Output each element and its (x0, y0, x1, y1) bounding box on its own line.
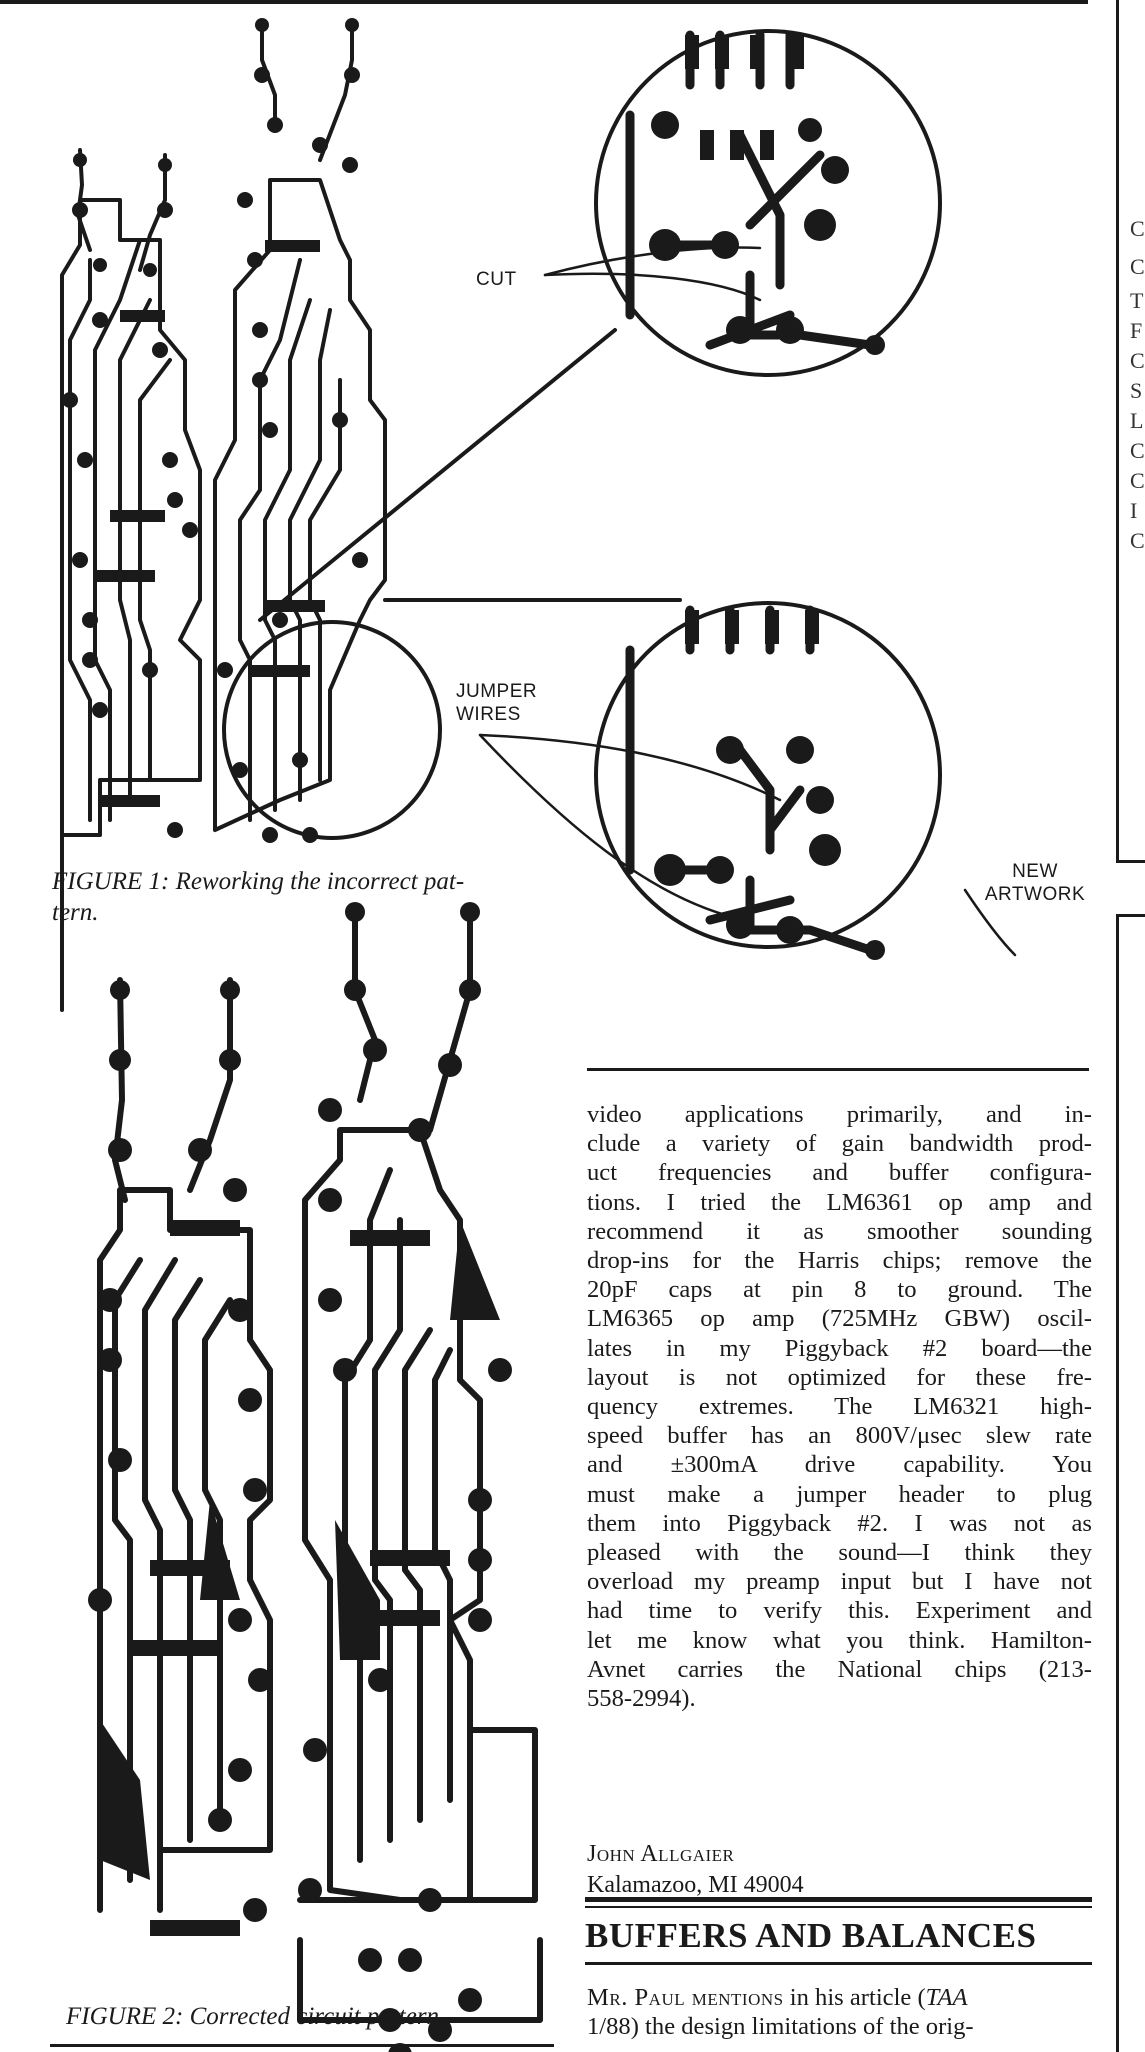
margin-fragment-letter: C (1130, 468, 1145, 493)
letter-line: uct frequencies and buffer configura- (587, 1159, 1092, 1187)
letter-line: pleased with the sound—I think they (587, 1539, 1092, 1567)
next-article-lead-in: Mr. Paul mentions (587, 1984, 784, 2011)
letter-line: LM6365 op amp (725MHz GBW) oscil- (587, 1305, 1092, 1333)
callout-cut-label: CUT (476, 269, 517, 290)
letter-line: and ±300mA drive capability. You (587, 1451, 1092, 1479)
figure1-caption-line1: FIGURE 1: Reworking the incorrect pat- (52, 868, 465, 895)
signature-name: John Allgaier (587, 1841, 735, 1867)
letter-line: clude a variety of gain bandwidth prod- (587, 1130, 1092, 1158)
figure1-caption-line2: tern. (52, 899, 99, 926)
letter-line: let me know what you think. Hamilton- (587, 1626, 1092, 1654)
letter-line: Avnet carries the National chips (213- (587, 1655, 1092, 1683)
right-column-border-h (1116, 860, 1145, 863)
figure1-magnified-new-artwork (594, 601, 942, 960)
figure2-caption-rule (50, 2044, 554, 2047)
letter-signature: John Allgaier Kalamazoo, MI 49004 (587, 1839, 804, 1901)
figure1-magnified-cut (594, 29, 942, 377)
margin-fragment-letter: C (1130, 438, 1145, 463)
callout-new-line1: NEW (1012, 861, 1058, 882)
letter-line: must make a jumper header to plug (587, 1480, 1092, 1508)
right-column-border-h2 (1116, 914, 1145, 917)
letter-line: speed buffer has an 800V/μsec slew rate (587, 1422, 1092, 1450)
margin-fragment-letter: C (1130, 216, 1145, 241)
letter-line: quency extremes. The LM6321 high- (587, 1393, 1092, 1421)
figure2-pcb-artwork (88, 902, 543, 2052)
next-article-journal: TAA (925, 1984, 968, 2011)
letter-line: video applications primarily, and in- (587, 1101, 1092, 1128)
figure1-callout-arrows (478, 246, 1017, 957)
callout-new-line2: ARTWORK (984, 884, 1086, 905)
letter-line: tions. I tried the LM6361 op amp and (587, 1188, 1092, 1216)
letter-line: drop-ins for the Harris chips; remove th… (587, 1247, 1092, 1275)
margin-fragment-letter: L (1130, 408, 1144, 433)
figure1-pcb-artwork (60, 18, 682, 1012)
margin-fragment-letter: I (1130, 498, 1138, 523)
next-article-line2: 1/88) the design limitations of the orig… (587, 2013, 974, 2041)
heading-rule-top-thick (585, 1897, 1092, 1902)
margin-fragment-letter: C (1130, 348, 1145, 373)
figure2-caption: FIGURE 2: Corrected circuit pattern. (66, 2003, 446, 2030)
letter-line: them into Piggyback #2. I was not as (587, 1509, 1092, 1537)
letter-line: had time to verify this. Experiment and (587, 1597, 1092, 1625)
letter-line: recommend it as smoother sounding (587, 1217, 1092, 1245)
callout-jumper-line2: WIRES (456, 704, 521, 725)
letter-line: 20pF caps at pin 8 to ground. The (587, 1276, 1092, 1304)
heading-rule-bottom (585, 1962, 1092, 1965)
figure1-caption: FIGURE 1: Reworking the incorrect pat- t… (52, 866, 572, 928)
callout-new-artwork-label: NEW ARTWORK (975, 860, 1095, 906)
next-article-line1-rest: in his article ( (783, 1984, 926, 2011)
letter-line: 558-2994). (587, 1685, 696, 1713)
margin-fragment-letter: C (1130, 528, 1145, 553)
letter-line: overload my preamp input but I have not (587, 1568, 1092, 1596)
right-column-border (1116, 0, 1119, 862)
column-rule-letter (587, 1068, 1089, 1071)
signature-location: Kalamazoo, MI 49004 (587, 1872, 804, 1898)
margin-fragment-letter: S (1130, 378, 1143, 403)
heading-rule-top-thin (585, 1906, 1092, 1908)
margin-fragment-letter: C (1130, 254, 1145, 279)
callout-jumper-wires-label: JUMPER WIRES (456, 680, 537, 726)
top-rule (0, 0, 1088, 4)
next-article-heading: BUFFERS AND BALANCES (585, 1916, 1037, 1955)
next-article-opening: Mr. Paul mentions in his article (TAA 1/… (587, 1983, 1092, 2041)
letter-body: video applications primarily, and in-clu… (587, 1100, 1092, 1713)
letter-line: lates in my Piggyback #2 board—the (587, 1334, 1092, 1362)
letter-line: layout is not optimized for these fre- (587, 1363, 1092, 1391)
right-column-border-2 (1116, 915, 1119, 2052)
margin-fragment-letter: T (1130, 288, 1144, 313)
callout-jumper-line1: JUMPER (456, 681, 538, 702)
margin-fragment-letter: F (1130, 318, 1143, 343)
